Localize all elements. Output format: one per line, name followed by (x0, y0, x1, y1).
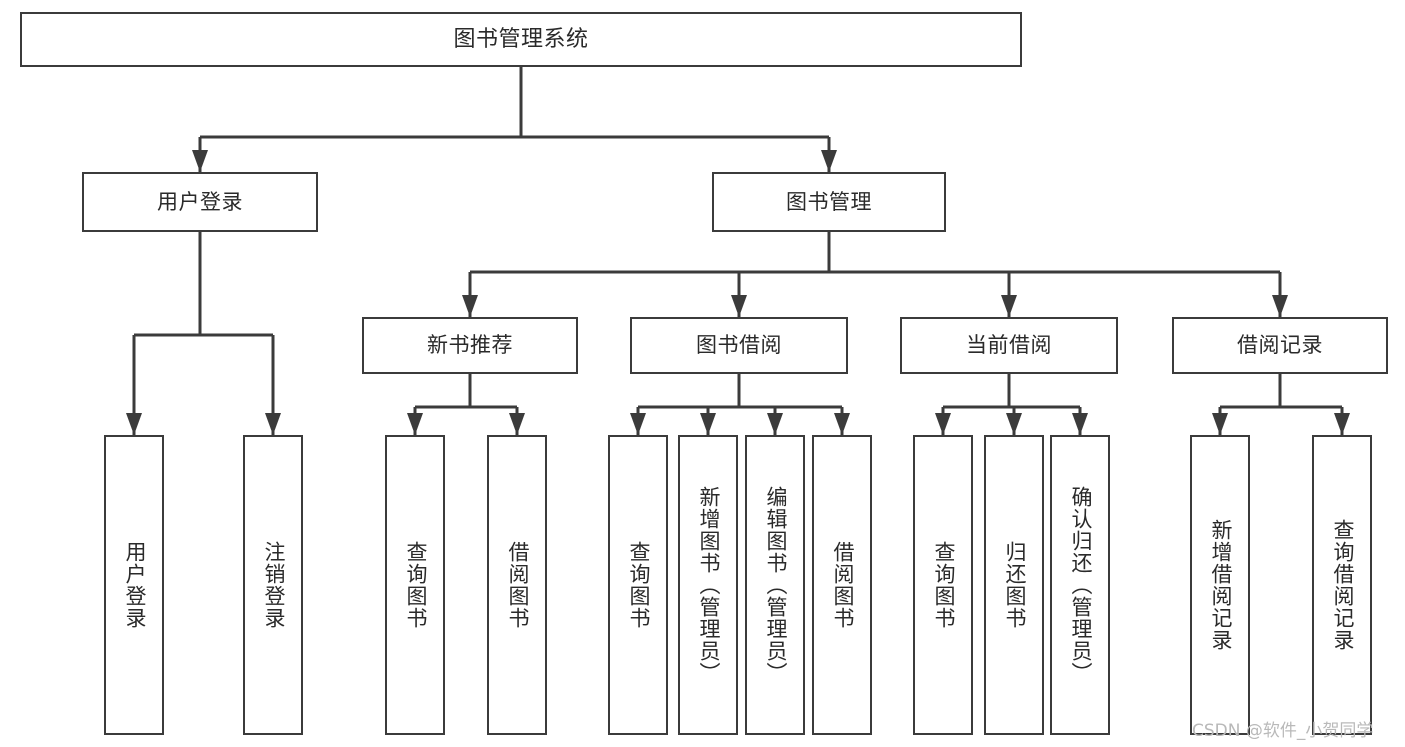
node-borrow[interactable]: 图书借阅 (630, 317, 848, 374)
node-label: 新增借阅记录 (1208, 519, 1233, 651)
node-leaf2[interactable]: 注销登录 (243, 435, 303, 735)
node-label: 借阅记录 (1237, 333, 1323, 358)
node-label: 查询图书 (931, 541, 956, 629)
node-leaf11[interactable]: 确认归还（管理员） (1050, 435, 1110, 735)
node-leaf7[interactable]: 编辑图书（管理员） (745, 435, 805, 735)
node-leaf5[interactable]: 查询图书 (608, 435, 668, 735)
node-label: 归还图书 (1002, 541, 1027, 629)
node-leaf13[interactable]: 查询借阅记录 (1312, 435, 1372, 735)
watermark: CSDN @软件_小贺同学 (1192, 721, 1374, 741)
node-label: 查询图书 (626, 541, 651, 629)
node-label: 注销登录 (261, 541, 286, 629)
node-label: 当前借阅 (966, 333, 1052, 358)
node-leaf12[interactable]: 新增借阅记录 (1190, 435, 1250, 735)
node-label: 查询图书 (403, 541, 428, 629)
node-leaf4[interactable]: 借阅图书 (487, 435, 547, 735)
node-leaf9[interactable]: 查询图书 (913, 435, 973, 735)
node-label: 借阅图书 (830, 541, 855, 629)
node-label: 借阅图书 (505, 541, 530, 629)
node-current[interactable]: 当前借阅 (900, 317, 1118, 374)
node-root[interactable]: 图书管理系统 (20, 12, 1022, 67)
node-label: 新增图书（管理员） (696, 486, 721, 684)
node-label: 新书推荐 (427, 333, 513, 358)
node-records[interactable]: 借阅记录 (1172, 317, 1388, 374)
node-label: 图书借阅 (696, 333, 782, 358)
node-label: 查询借阅记录 (1330, 519, 1355, 651)
node-label: 图书管理 (786, 189, 872, 214)
node-leaf1[interactable]: 用户登录 (104, 435, 164, 735)
node-bookmgmt[interactable]: 图书管理 (712, 172, 946, 232)
node-leaf8[interactable]: 借阅图书 (812, 435, 872, 735)
node-label: 用户登录 (157, 189, 243, 214)
node-login[interactable]: 用户登录 (82, 172, 318, 232)
node-label: 用户登录 (122, 541, 147, 629)
node-label: 图书管理系统 (453, 26, 589, 52)
node-newbook[interactable]: 新书推荐 (362, 317, 578, 374)
node-leaf10[interactable]: 归还图书 (984, 435, 1044, 735)
node-leaf3[interactable]: 查询图书 (385, 435, 445, 735)
node-label: 确认归还（管理员） (1068, 486, 1093, 684)
node-label: 编辑图书（管理员） (763, 486, 788, 684)
node-leaf6[interactable]: 新增图书（管理员） (678, 435, 738, 735)
